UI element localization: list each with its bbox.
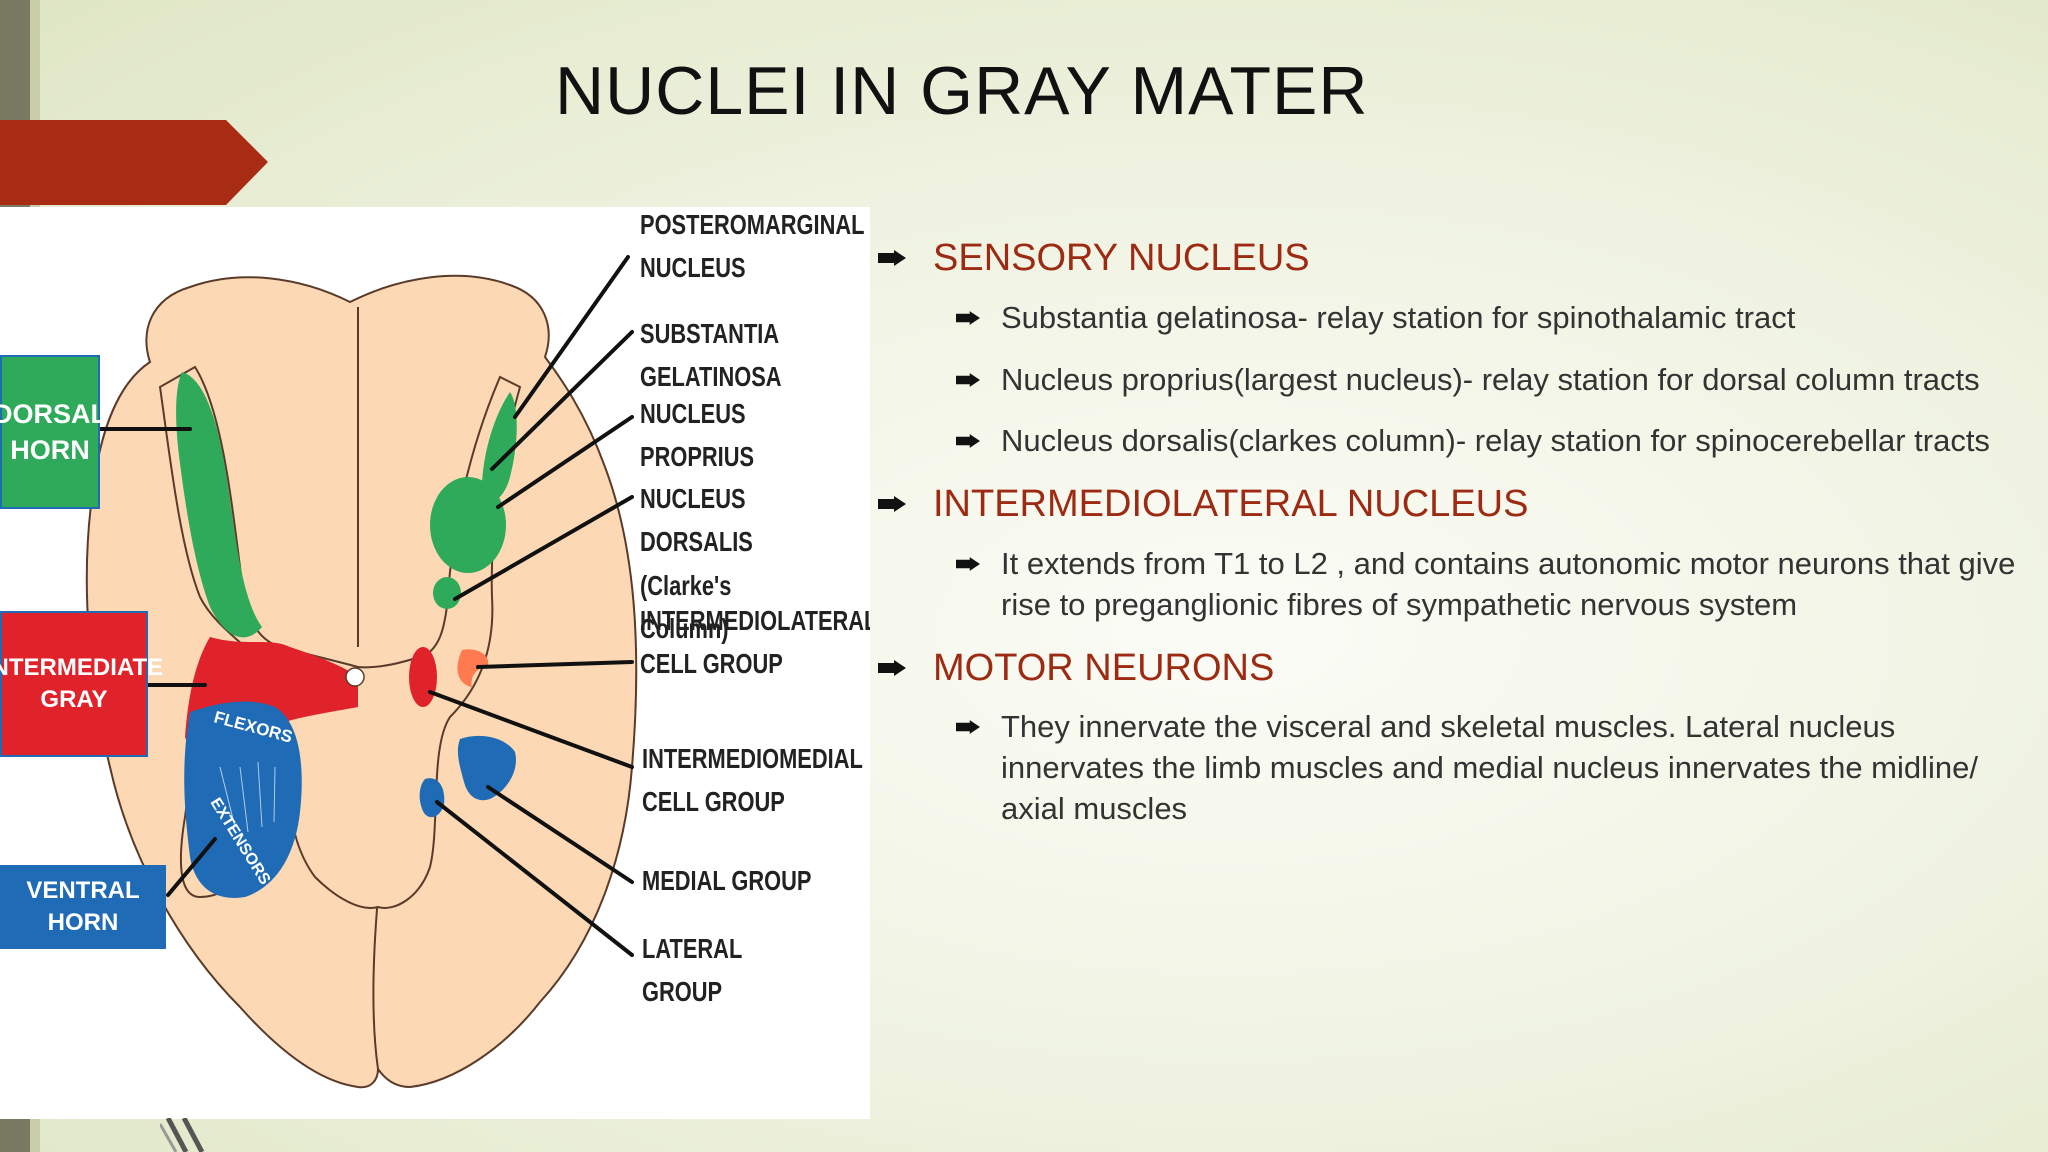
slide-title: NUCLEI IN GRAY MATER <box>555 53 1369 129</box>
list-item: It extends from T1 to L2 , and contains … <box>956 544 2028 626</box>
callout-medial-group: MEDIAL GROUP <box>642 865 812 896</box>
bullet-arrow-icon <box>878 250 906 266</box>
section-heading-text: MOTOR NEURONS <box>933 646 1275 689</box>
bullet-arrow-icon <box>878 496 906 513</box>
callout-posteromarginal-nucleus: POSTEROMARGINAL NUCLEUS <box>640 209 865 284</box>
slide-content: SENSORY NUCLEUS Substantia gelatinosa- r… <box>878 236 2028 830</box>
right-intermediolateral <box>457 649 489 687</box>
list-item-text: Nucleus proprius(largest nucleus)- relay… <box>1001 361 1980 397</box>
list-item: They innervate the visceral and skeletal… <box>956 707 2028 830</box>
list-item: Nucleus dorsalis(clarkes column)- relay … <box>956 421 2028 462</box>
right-nucleus-proprius <box>430 477 506 573</box>
section-heading-sensory: SENSORY NUCLEUS <box>878 236 2028 282</box>
dorsal-horn-label: DORSAL HORN <box>0 355 107 509</box>
bullet-arrow-icon <box>956 372 980 387</box>
callout-intermediolateral-cell-group: INTERMEDIOLATERAL CELL GROUP <box>640 605 870 680</box>
bottom-stripe-decoration <box>160 1118 205 1152</box>
left-dorsal-horn <box>176 372 262 638</box>
list-item: Substantia gelatinosa- relay station for… <box>956 298 2028 339</box>
callout-nucleus-proprius: NUCLEUS PROPRIUS <box>640 398 755 473</box>
left-ventral-horn <box>184 701 302 898</box>
bullet-arrow-icon <box>956 720 980 735</box>
bullet-arrow-icon <box>878 659 906 676</box>
callout-lateral-group: LATERAL GROUP <box>642 933 742 1008</box>
list-item-text: They innervate the visceral and skeletal… <box>1001 709 1978 827</box>
list-item: Nucleus proprius(largest nucleus)- relay… <box>956 360 2028 401</box>
ventral-horn-label: VENTRAL HORN <box>0 865 166 949</box>
right-medial-group <box>419 778 445 818</box>
list-item-text: Substantia gelatinosa- relay station for… <box>1001 299 1796 335</box>
right-lateral-group <box>457 735 516 801</box>
callout-substantia-gelatinosa: SUBSTANTIA GELATINOSA <box>640 318 782 393</box>
right-substantia-gelatinosa <box>481 392 517 504</box>
intermediate-gray-label: INTERMEDIATE GRAY <box>0 611 163 757</box>
section-heading-intermediolateral: INTERMEDIOLATERAL NUCLEUS <box>878 482 2028 528</box>
bullet-arrow-icon <box>956 557 980 571</box>
callout-nucleus-dorsalis: NUCLEUS DORSALIS (Clarke's Column) <box>640 483 753 645</box>
callout-intermediomedial-cell-group: INTERMEDIOMEDIAL CELL GROUP <box>642 743 863 818</box>
list-item-text: It extends from T1 to L2 , and contains … <box>1001 545 2016 622</box>
right-intermediomedial <box>409 647 437 707</box>
list-item-text: Nucleus dorsalis(clarkes column)- relay … <box>1001 423 1990 459</box>
bullet-arrow-icon <box>956 310 980 325</box>
section-heading-text: INTERMEDIOLATERAL NUCLEUS <box>933 483 1529 526</box>
section-heading-text: SENSORY NUCLEUS <box>933 237 1310 279</box>
title-arrow-decoration <box>0 120 268 205</box>
right-nucleus-dorsalis <box>433 577 461 609</box>
bullet-arrow-icon <box>956 434 980 449</box>
spinal-cord-diagram: FLEXORS EXTENSORS DORSAL HORN INTERMEDIA… <box>0 207 870 1119</box>
section-heading-motor: MOTOR NEURONS <box>878 646 2028 692</box>
